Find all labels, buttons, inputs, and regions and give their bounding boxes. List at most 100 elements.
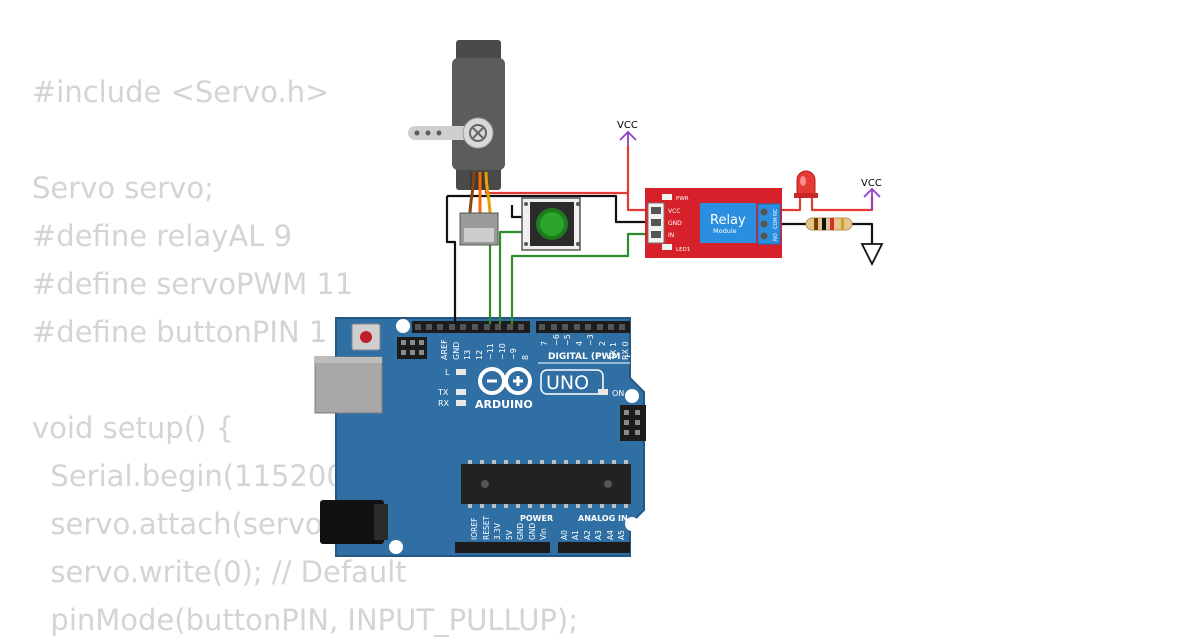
resistor[interactable]: [805, 217, 853, 231]
pin-label: GND: [452, 342, 461, 360]
power-header[interactable]: [455, 542, 550, 553]
wire-gnd-servo[interactable]: [445, 196, 457, 324]
pin-label: 4: [575, 341, 584, 346]
pin-label: ~10: [498, 343, 507, 360]
wire-gnd-relay[interactable]: [447, 194, 660, 224]
pin-label: 12: [475, 350, 484, 360]
pin-label: 8: [521, 355, 530, 360]
relay-title: Relay: [710, 213, 746, 228]
on-led: [598, 389, 608, 395]
reset-button-cap: [360, 331, 372, 343]
microcontroller-chip: [461, 464, 631, 504]
wire-gnd-symbol[interactable]: [852, 222, 874, 244]
analog-label: ANALOG IN: [578, 514, 628, 523]
vcc-symbol-led: VCC: [861, 178, 882, 210]
code-line: #define buttonPIN 1: [32, 315, 328, 349]
analog-header[interactable]: [558, 542, 630, 553]
code-line: Serial.begin(115200: [32, 459, 345, 493]
code-line: #define servoPWM 11: [32, 267, 354, 301]
pin-label: GND: [516, 523, 525, 540]
mounting-hole: [389, 540, 403, 554]
digital-label: DIGITAL (PWM ~): [548, 352, 635, 362]
servo-horn: [408, 126, 476, 140]
pin-label: ~6: [552, 334, 561, 346]
pin-label: Vin: [539, 528, 548, 540]
wire-button-signal[interactable]: [498, 230, 522, 244]
red-led[interactable]: [794, 170, 818, 198]
vcc-label: VCC: [861, 178, 882, 189]
digital-header-high[interactable]: [536, 321, 630, 333]
servo-screw-icon: [469, 124, 487, 142]
wires: [445, 146, 874, 324]
pin-label: 13: [463, 350, 472, 360]
arduino-logo-icon: [478, 367, 532, 395]
mounting-hole: [625, 389, 639, 403]
brand-label: ARDUINO: [475, 398, 533, 411]
vcc-label: VCC: [617, 120, 638, 131]
code-line: servo.attach(servo: [32, 507, 323, 541]
wire-relay-in[interactable]: [510, 232, 660, 324]
servo-motor[interactable]: [408, 40, 505, 246]
pin-label: ~5: [563, 334, 572, 346]
circuit-diagram: AREF GND 13 12 ~11 ~10 ~9 8 7 ~6 ~5 4 ~3…: [314, 40, 884, 557]
icsp-header-right: [620, 405, 646, 441]
relay-subtitle: Module: [713, 227, 737, 235]
relay-coil: [700, 203, 756, 243]
pin-label: A1: [571, 530, 580, 540]
code-line: #include <Servo.h>: [32, 75, 330, 109]
pin-label: 5V: [505, 529, 514, 540]
pin-label: 7: [540, 341, 549, 346]
code-line: Servo servo;: [32, 171, 214, 205]
relay-pin-in: IN: [668, 232, 674, 239]
pin-label: AREF: [440, 339, 449, 360]
code-line: void setup() {: [32, 411, 234, 445]
pin-label: 2: [598, 341, 607, 346]
pin-label: ~11: [486, 343, 495, 360]
tx-label: TX: [437, 388, 449, 397]
term-no: NO: [773, 233, 779, 241]
wire-gnd-button[interactable]: [510, 205, 522, 219]
pin-label: RX 0: [621, 341, 630, 360]
vcc-symbol: VCC: [617, 120, 638, 146]
term-com: COM: [773, 217, 779, 229]
status-led: [662, 244, 672, 250]
relay-pin-gnd: GND: [668, 220, 682, 227]
code-line: servo.write(0); // Default: [32, 555, 407, 589]
wire-led-vcc[interactable]: [810, 196, 874, 212]
usb-connector: [314, 356, 383, 414]
pwr-led: [662, 194, 672, 200]
pin-label: ~3: [586, 334, 595, 346]
l-label: L: [445, 368, 450, 377]
pin-label: TX 1: [609, 342, 618, 361]
mounting-hole: [625, 517, 639, 531]
power-jack: [320, 500, 384, 544]
pin-label: IOREF: [470, 518, 479, 540]
ground-symbol-icon: [860, 243, 884, 267]
rx-led: [456, 400, 466, 406]
pin-label: A4: [606, 530, 615, 540]
pin-label: A3: [594, 530, 603, 540]
rx-label: RX: [438, 399, 450, 408]
arduino-uno-board[interactable]: AREF GND 13 12 ~11 ~10 ~9 8 7 ~6 ~5 4 ~3…: [314, 317, 646, 557]
pin-label: A5: [617, 530, 626, 540]
pwr-label: PWR: [676, 196, 689, 202]
tx-led: [456, 389, 466, 395]
pin-label: GND: [528, 523, 537, 540]
push-button[interactable]: [521, 197, 581, 251]
pin-label: 3.3V: [493, 522, 502, 540]
code-listing: #include <Servo.h> Servo servo; #define …: [32, 68, 578, 644]
pin-label: RESET: [482, 516, 491, 540]
pin-label: ~9: [509, 348, 518, 360]
l-led: [456, 369, 466, 375]
model-label: UNO: [546, 372, 589, 394]
on-label: ON: [612, 389, 624, 398]
pin-label: A0: [560, 530, 569, 540]
led1-label: LED1: [676, 247, 690, 253]
relay-module[interactable]: VCC GND IN PWR LED1 Relay Module NC COM …: [645, 188, 782, 258]
power-label: POWER: [520, 514, 553, 523]
term-nc: NC: [773, 208, 779, 216]
pin-label: A2: [583, 530, 592, 540]
relay-pin-vcc: VCC: [668, 208, 680, 215]
mounting-hole: [396, 319, 410, 333]
code-line: #define relayAL 9: [32, 219, 293, 253]
